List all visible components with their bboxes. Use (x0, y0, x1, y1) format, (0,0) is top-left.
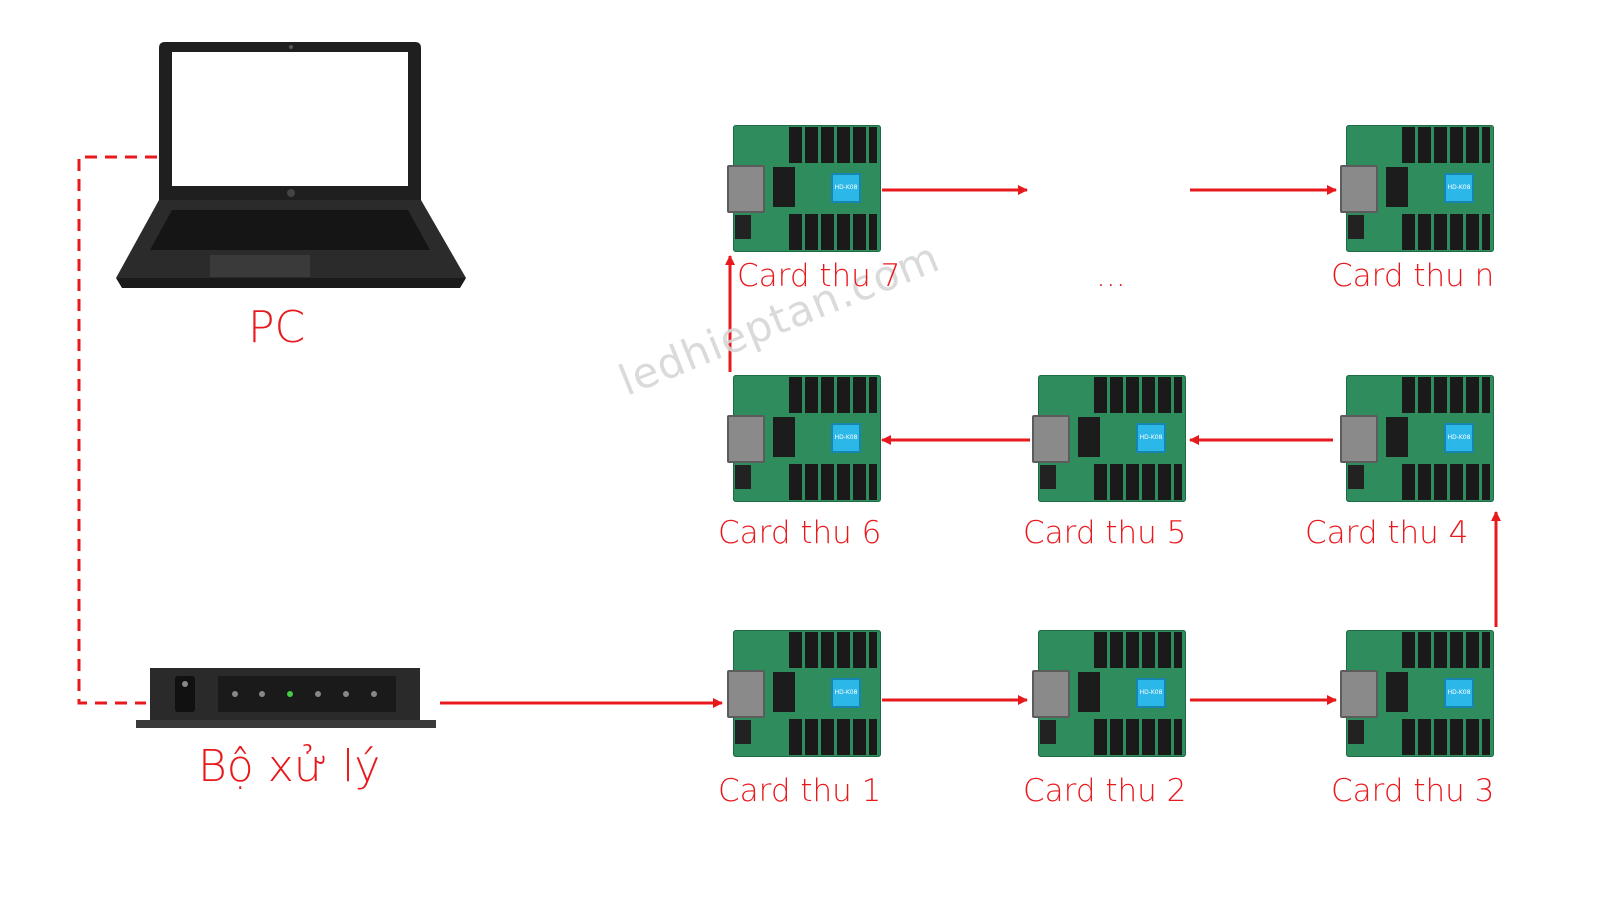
receiving-card-icon-3: HD-K08 (1340, 630, 1494, 757)
chip-icon: HD-K08 (1444, 678, 1474, 708)
card-label-5: Card thu 5 (1023, 515, 1187, 551)
processor-label: Bộ xử lý (198, 741, 381, 792)
pc-label: PC (248, 302, 306, 353)
processor-icon (136, 668, 436, 728)
chip-icon: HD-K08 (831, 423, 861, 453)
card-label-4: Card thu 4 (1305, 515, 1469, 551)
card-label-6: Card thu 6 (718, 515, 882, 551)
chip-icon: HD-K08 (1136, 423, 1166, 453)
receiving-card-icon-7: HD-K08 (727, 125, 881, 252)
chip-icon: HD-K08 (1444, 423, 1474, 453)
chip-icon: HD-K08 (1444, 173, 1474, 203)
laptop-icon (116, 42, 466, 288)
receiving-card-icon-n: HD-K08 (1340, 125, 1494, 252)
card-label-n: Card thu n (1331, 258, 1495, 294)
card-label-3: Card thu 3 (1331, 773, 1495, 809)
card-label-7: Card thu 7 (737, 258, 901, 294)
receiving-card-icon-1: HD-K08 (727, 630, 881, 757)
receiving-card-icon-2: HD-K08 (1032, 630, 1186, 757)
card-label-1: Card thu 1 (718, 773, 882, 809)
chip-icon: HD-K08 (831, 678, 861, 708)
chip-icon: HD-K08 (1136, 678, 1166, 708)
chip-icon: HD-K08 (831, 173, 861, 203)
receiving-card-icon-6: HD-K08 (727, 375, 881, 502)
ellipsis-label: ... (1096, 258, 1126, 294)
receiving-card-icon-4: HD-K08 (1340, 375, 1494, 502)
receiving-card-icon-5: HD-K08 (1032, 375, 1186, 502)
dashed-link (77, 155, 157, 705)
card-label-2: Card thu 2 (1023, 773, 1187, 809)
